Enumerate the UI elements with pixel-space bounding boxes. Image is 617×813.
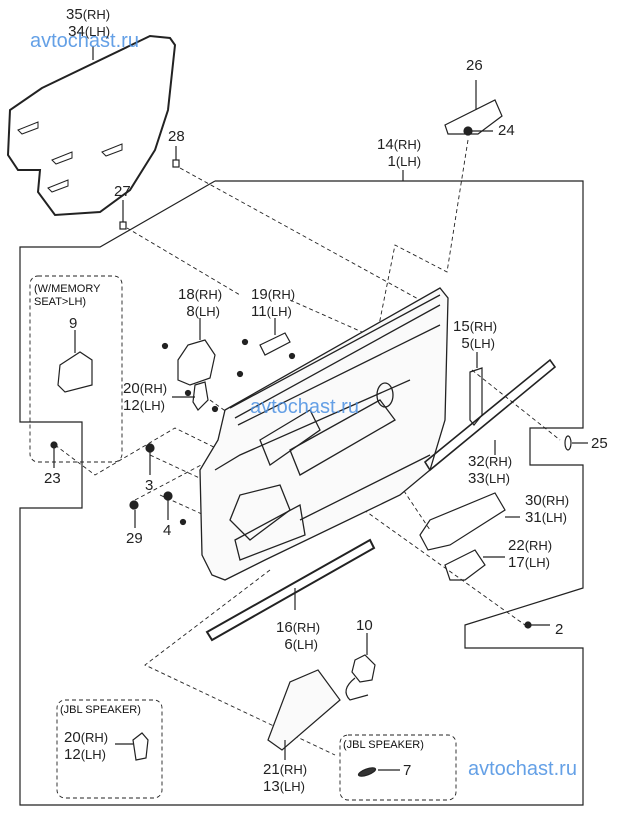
callout-35-34: 35(RH)34(LH) — [66, 6, 111, 40]
pad-slots — [17, 121, 123, 193]
callout-28: 28 — [168, 128, 185, 145]
watermark: avtochast.ru — [30, 30, 139, 52]
callout-25: 25 — [591, 435, 608, 452]
part-19-handle — [259, 332, 291, 356]
jbl-speaker-note: (JBL SPEAKER) — [60, 704, 141, 716]
watermark: avtochast.ru — [250, 396, 359, 418]
callout-7: 7 — [403, 762, 412, 779]
insulation-pad — [6, 34, 177, 217]
callout-32-33: 32(RH)33(LH) — [468, 453, 513, 487]
part-7-tweeter — [357, 767, 377, 777]
callout-16-6: 16(RH) 6(LH) — [276, 619, 321, 653]
part-16-strip — [205, 538, 376, 642]
callout-27: 27 — [114, 183, 131, 200]
callout-18-8: 18(RH) 8(LH) — [178, 286, 223, 320]
callout-21-13: 21(RH)13(LH) — [263, 761, 308, 795]
part-32-strip — [423, 358, 557, 472]
callout-10: 10 — [356, 617, 373, 634]
watermark: avtochast.ru — [468, 758, 577, 780]
callout-14-1: 14(RH) 1(LH) — [377, 136, 422, 170]
callout-23: 23 — [44, 470, 61, 487]
part-15-trim — [469, 367, 483, 426]
part-24-screw — [463, 126, 473, 136]
callout-4: 4 — [163, 522, 172, 539]
part-20-jbl-switch — [132, 732, 149, 761]
jbl-speaker-note: (JBL SPEAKER) — [343, 739, 424, 751]
callout-20-12: 20(RH)12(LH) — [123, 380, 168, 414]
callout-2: 2 — [555, 621, 564, 638]
callout-30-31: 30(RH)31(LH) — [525, 492, 570, 526]
callout-26: 26 — [466, 57, 483, 74]
callout-20-12-jbl: 20(RH)12(LH) — [64, 729, 109, 763]
door-trim-panel — [199, 287, 449, 581]
callout-24: 24 — [498, 122, 515, 139]
part-9-memory-switch — [57, 351, 93, 393]
callout-19-11: 19(RH)11(LH) — [251, 286, 296, 320]
part-26-cap — [444, 99, 503, 135]
callout-22-17: 22(RH)17(LH) — [508, 537, 553, 571]
callout-29: 29 — [126, 530, 143, 547]
part-20-switch — [192, 381, 209, 411]
part-10-speaker-connector — [351, 654, 376, 683]
assembly-frame — [19, 180, 584, 806]
callout-9: 9 — [69, 315, 78, 332]
part-22-handle-cover — [444, 549, 486, 581]
part-30-switch-panel — [419, 492, 506, 551]
part-21-speaker-grille — [267, 669, 341, 751]
part-18-bracket — [177, 339, 216, 386]
callout-15-5: 15(RH) 5(LH) — [453, 318, 498, 352]
callout-3: 3 — [145, 477, 154, 494]
screws — [50, 338, 532, 629]
